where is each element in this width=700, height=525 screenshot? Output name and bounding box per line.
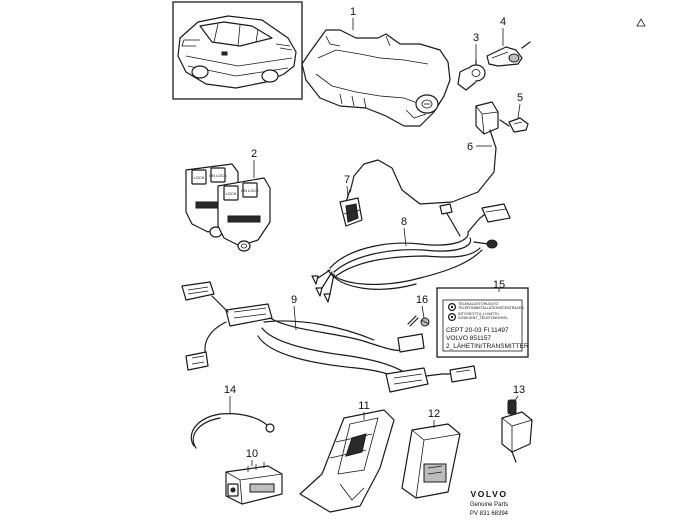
part-13-sensor bbox=[501, 399, 533, 463]
callout-12: 12 bbox=[428, 408, 440, 420]
remote-front: LOCK UN LOCK bbox=[217, 177, 271, 252]
callout-15: 15 bbox=[493, 279, 505, 291]
label-line-2: TELEFONINSTALLATIONSCENTRALEN bbox=[458, 306, 524, 310]
car-inset bbox=[172, 1, 303, 100]
part-10-switch-module bbox=[225, 462, 283, 505]
part-7-connector bbox=[339, 189, 363, 227]
part-11-holder-tray bbox=[299, 409, 395, 513]
part-2-remote-transmitters: LOCK UN LOCK LOCK UN LOCK bbox=[185, 163, 271, 252]
callout-10: 10 bbox=[246, 448, 258, 460]
corner-triangle-icon bbox=[636, 18, 646, 27]
label-cept: CEPT 20-03 FI 11497 bbox=[446, 327, 509, 334]
part-6-module-cable bbox=[349, 101, 510, 205]
callout-7: 7 bbox=[344, 174, 350, 186]
callout-14: 14 bbox=[224, 384, 236, 396]
leader-lines bbox=[229, 18, 521, 466]
diagram-reference: PV 831 68394 bbox=[470, 511, 509, 517]
remote-front-unlock-button: UN LOCK bbox=[241, 188, 259, 193]
label-volvo-number: VOLVO 851157 bbox=[446, 335, 491, 342]
part-12-receiver-box bbox=[401, 423, 461, 499]
part-9-harness bbox=[181, 281, 477, 393]
remote-front-lock-button: LOCK bbox=[226, 191, 237, 196]
part-4-switch bbox=[486, 41, 531, 67]
remote-back-lock-button: LOCK bbox=[194, 175, 205, 180]
callout-16: 16 bbox=[416, 294, 428, 306]
label-transmitter: 2_LÄHETIN/TRANSMITTER bbox=[446, 342, 529, 350]
label-line-3: INTYGEOTTU_LUVATTU bbox=[458, 312, 499, 316]
brand-name: VOLVO bbox=[470, 489, 507, 499]
callout-6: 6 bbox=[467, 141, 473, 153]
callout-3: 3 bbox=[473, 32, 479, 44]
brand-subline: Genuine Parts bbox=[470, 502, 508, 508]
part-1-lock-housing bbox=[301, 29, 451, 127]
label-line-4: GODKJENT_TELEFONNYKEL bbox=[458, 316, 508, 320]
part-15-approval-label: TELEKALUSTOHUOLTO TELEFONINSTALLATIONSCE… bbox=[436, 287, 529, 358]
callout-8: 8 bbox=[401, 216, 407, 228]
label-line-1: TELEKALUSTOHUOLTO bbox=[458, 302, 499, 306]
callout-5: 5 bbox=[517, 92, 523, 104]
part-3-lock-cylinder bbox=[457, 59, 486, 91]
part-5-clip bbox=[508, 117, 529, 133]
callout-1: 1 bbox=[350, 6, 356, 18]
callout-9: 9 bbox=[291, 294, 297, 306]
callout-numbers: 1 3 4 5 6 7 8 2 9 16 15 14 13 11 12 10 bbox=[224, 6, 525, 460]
callout-13: 13 bbox=[513, 384, 525, 396]
sedan-car-illustration bbox=[177, 15, 297, 89]
part-16-screw bbox=[407, 315, 430, 327]
callout-11: 11 bbox=[358, 400, 369, 412]
callout-4: 4 bbox=[500, 16, 506, 28]
part-8-wiring-harness bbox=[311, 203, 511, 303]
part-14-wire-clip bbox=[190, 413, 275, 449]
callout-2: 2 bbox=[251, 148, 257, 160]
remote-back-unlock-button: UN LOCK bbox=[209, 173, 227, 178]
brand-block: VOLVO Genuine Parts PV 831 68394 bbox=[470, 489, 509, 517]
approval-seal-icons bbox=[448, 303, 457, 322]
